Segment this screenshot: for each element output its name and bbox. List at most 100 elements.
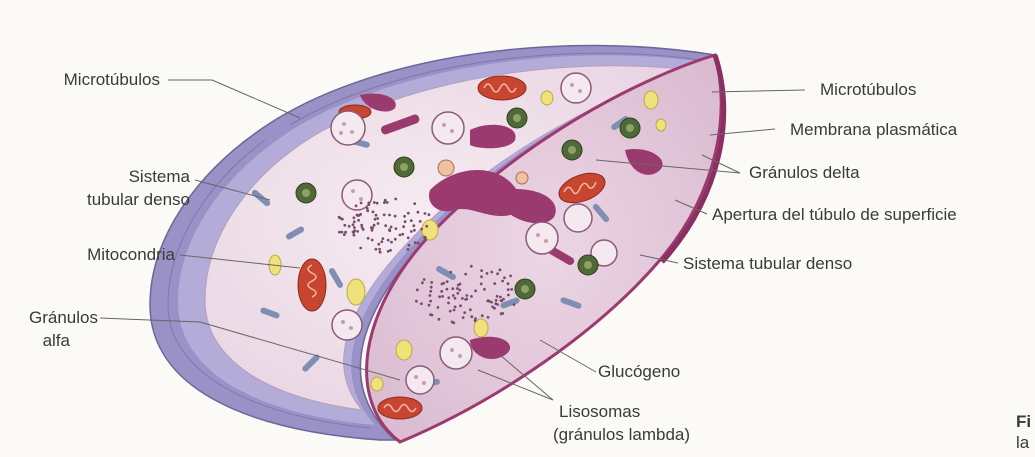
glycogen-dot [464,273,467,276]
glycogen-dot [465,294,468,297]
glycogen-dot [352,223,355,226]
glycogen-dot [459,283,462,286]
glycogen-dot [446,288,449,291]
glycogen-dot [474,317,477,320]
glycogen-dot [459,304,462,307]
glycogen-dot [462,316,465,319]
glycogen-dot [401,233,404,236]
glycogen-dot [456,287,459,290]
glycogen-dot [502,298,505,301]
glycogen-dot [461,297,464,300]
glycogen-dot [375,248,378,251]
glycogen-dot [402,225,405,228]
glycogen-dot [463,311,466,314]
glycogen-dot [428,304,431,307]
glycogen-dot [356,214,359,217]
glycogen-dot [490,301,493,304]
glycogen-dot [372,211,375,214]
glycogen-dot [360,202,363,205]
glycogen-dot [356,230,359,233]
glycogen-dot [408,244,411,247]
label-left-dense-tubular-line1: Sistema [60,167,190,187]
glycogen-dot [407,212,410,215]
glycogen-dot [491,306,494,309]
glycogen-dot [513,303,516,306]
glycogen-dot [404,220,407,223]
glycogen-dot [374,218,377,221]
glycogen-dot [480,269,483,272]
glycogen-dot [375,214,378,217]
glycogen-dot [378,248,381,251]
glycogen-dot [353,234,356,237]
glycogen-dot [348,225,351,228]
glycogen-dot [359,213,362,216]
glycogen-dot [503,276,506,279]
glycogen-dot [440,290,443,293]
glycogen-dot [424,236,427,239]
label-left-alpha-line1: Gránulos [0,308,98,328]
glycogen-dot [496,295,499,298]
glycogen-dot [407,248,410,251]
glycogen-dot [394,215,397,218]
glycogen-dot [371,229,374,232]
glycogen-dot [452,294,455,297]
glycogen-dot [395,227,398,230]
glycogen-dot [449,310,452,313]
glycogen-dot [420,228,423,231]
label-left-microtubules: Microtúbulos [10,70,160,90]
glycogen-dot [377,243,380,246]
glycogen-dot [474,290,477,293]
glycogen-dot [490,271,493,274]
glycogen-dot [387,239,390,242]
glycogen-dot [357,219,360,222]
glycogen-dot [383,201,386,204]
glycogen-dot [509,275,512,278]
glycogen-dot [361,226,364,229]
glycogen-dot [360,224,363,227]
glycogen-dot [507,294,510,297]
glycogen-dot [341,231,344,234]
glycogen-dot [415,300,418,303]
glycogen-dot [389,249,392,252]
glycogen-dot [453,309,456,312]
glycogen-dot [359,247,362,250]
glycogen-dot [431,314,434,317]
glycogen-dot [388,214,391,217]
glycogen-dot [500,312,503,315]
glycogen-dot [421,281,424,284]
label-right-delta-granules: Gránulos delta [749,163,860,183]
glycogen-dot [384,199,387,202]
glycogen-dot [355,205,358,208]
glycogen-dot [394,238,397,241]
caption-fragment-line1: Fi [1016,411,1031,433]
glycogen-dot [388,228,391,231]
glycogen-dot [412,224,415,227]
glycogen-dot [501,280,504,283]
glycogen-dot [423,278,426,281]
glycogen-dot [493,282,496,285]
label-glycogen: Glucógeno [598,362,680,382]
glycogen-dot [438,295,441,298]
glycogen-dot [442,282,445,285]
glycogen-dot [458,289,461,292]
glycogen-dot [382,237,385,240]
glycogen-dot [344,231,347,234]
glycogen-dot [452,322,455,325]
glycogen-dot [353,226,356,229]
glycogen-dot [496,303,499,306]
glycogen-dot [481,314,484,317]
label-right-microtubules: Microtúbulos [820,80,916,100]
glycogen-dot [424,212,427,215]
glycogen-dot [390,226,393,229]
glycogen-dot [394,198,397,201]
glycogen-dot [507,282,510,285]
label-lysosomes-line2: (gránulos lambda) [553,425,690,445]
glycogen-dot [487,299,490,302]
glycogen-dot [447,302,450,305]
glycogen-dot [338,231,341,234]
label-left-alpha-line2: alfa [0,331,70,351]
glycogen-dot [425,225,428,228]
glycogen-dot [414,241,417,244]
glycogen-dot [413,202,416,205]
